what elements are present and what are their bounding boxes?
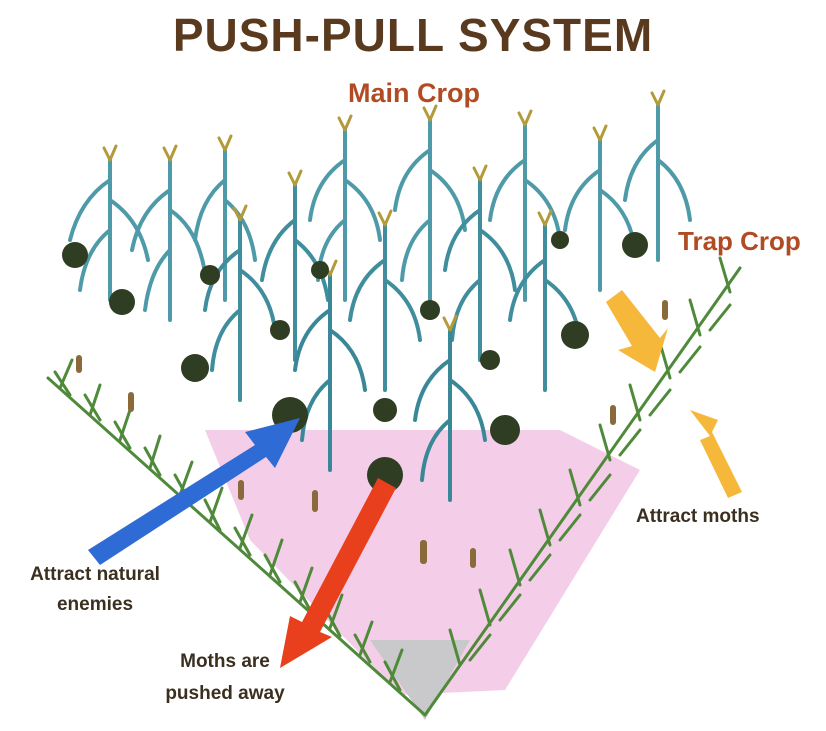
trap-crop-label: Trap Crop xyxy=(678,226,801,257)
attract-moths-arrow-upper xyxy=(606,290,668,372)
main-crop-label: Main Crop xyxy=(348,78,480,109)
moths-pushed-away-label: Moths are pushed away xyxy=(150,646,300,710)
attract-moths-label: Attract moths xyxy=(636,506,760,528)
attract-moths-arrow-lower xyxy=(690,410,742,498)
attract-natural-enemies-label: Attract natural enemies xyxy=(6,560,184,620)
